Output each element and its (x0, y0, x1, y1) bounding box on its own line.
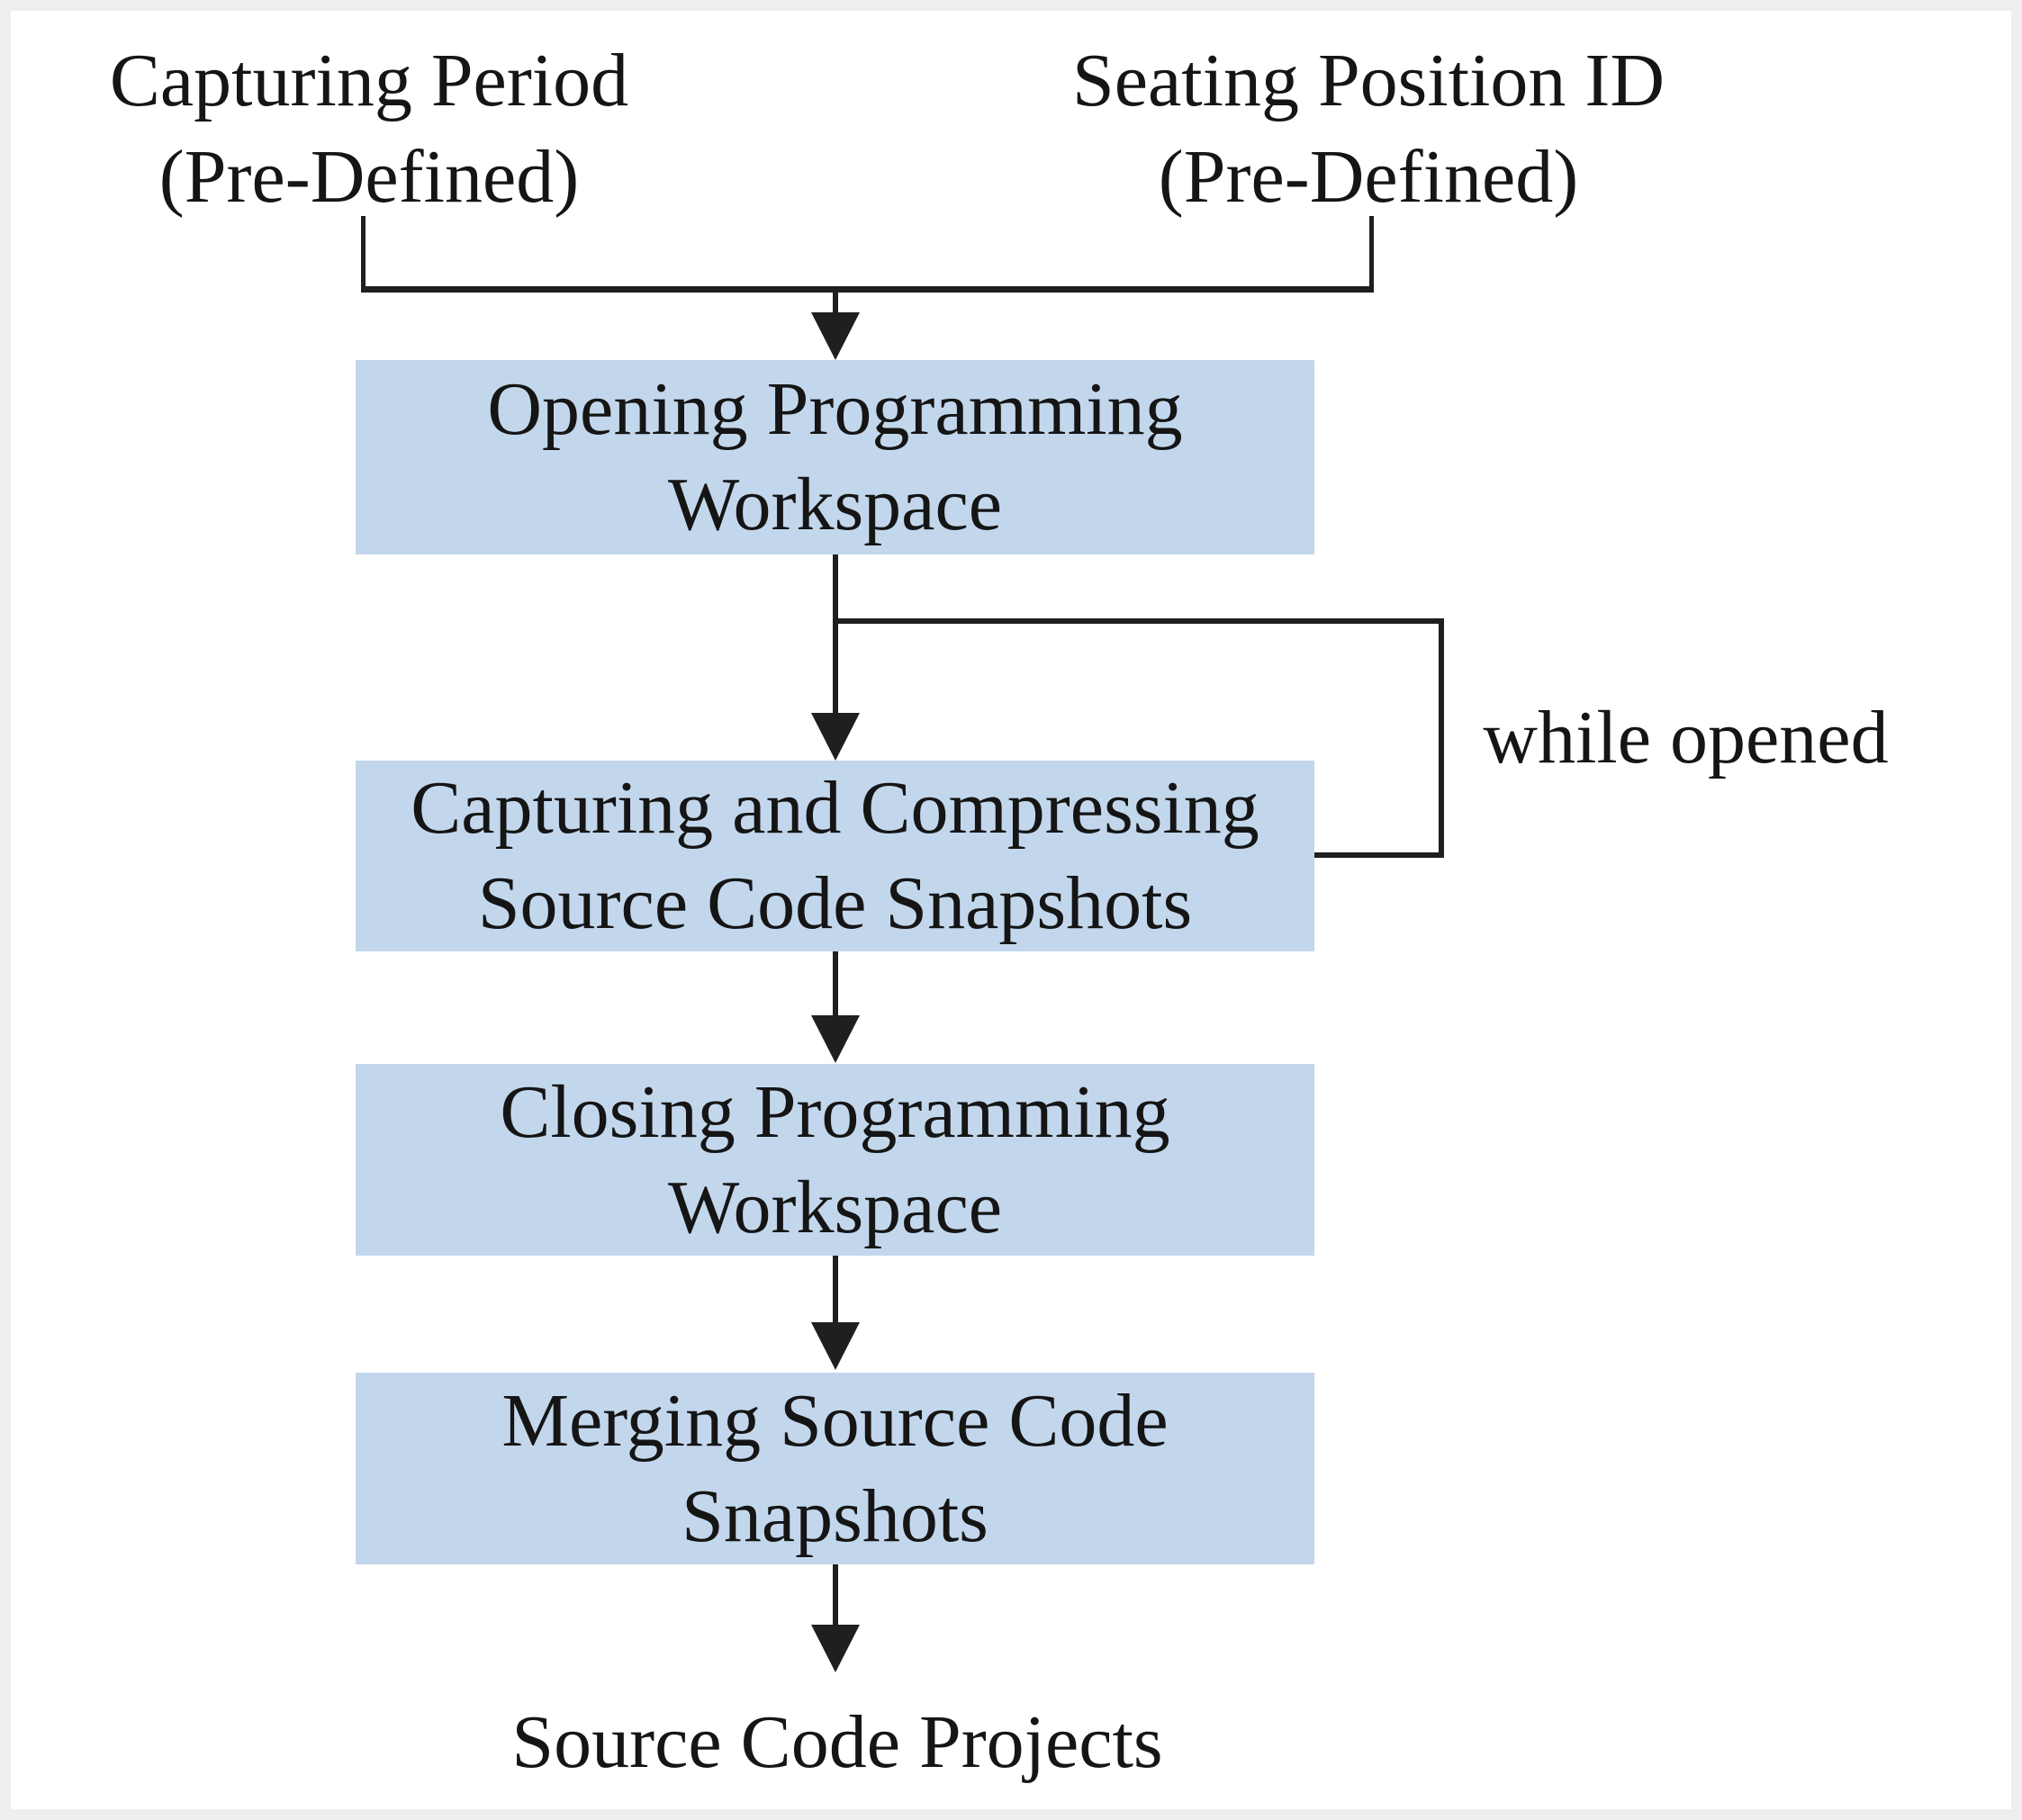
arrowhead-to-output (811, 1625, 860, 1672)
input-label-capturing-period-line1: Capturing Period (109, 39, 629, 122)
step-box-capturing-line2: Source Code Snapshots (477, 861, 1193, 945)
input-label-capturing-period: Capturing Period (Pre-Defined) (54, 32, 684, 225)
step-box-closing-line1: Closing Programming (500, 1069, 1170, 1154)
arrowhead-to-merging (811, 1322, 860, 1370)
arrow-line-to-output (833, 1564, 838, 1627)
arrow-line-to-closing (833, 951, 838, 1018)
step-box-opening-line2: Workspace (667, 463, 1003, 546)
step-box-merging-snapshots: Merging Source Code Snapshots (356, 1373, 1314, 1564)
loop-right-line (1439, 618, 1444, 858)
step-box-capturing-line1: Capturing and Compressing (411, 766, 1259, 850)
loop-return-line (1311, 852, 1444, 858)
step-box-merging-line1: Merging Source Code (501, 1378, 1169, 1463)
input-label-seating-position-id-line2: (Pre-Defined) (1158, 135, 1579, 219)
arrow-line-to-merging (833, 1256, 838, 1325)
loop-label-while-opened: while opened (1483, 696, 1889, 779)
arrowhead-to-capturing (811, 713, 860, 761)
merge-line (361, 286, 1374, 293)
arrow-line-to-opening (833, 290, 838, 315)
output-label-source-code-projects: Source Code Projects (511, 1700, 1163, 1784)
step-box-closing-workspace: Closing Programming Workspace (356, 1064, 1314, 1256)
input-label-seating-position-id-line1: Seating Position ID (1071, 39, 1665, 122)
loop-branch-line (835, 618, 1444, 624)
input-label-seating-position-id: Seating Position ID (Pre-Defined) (1035, 32, 1702, 225)
input-label-capturing-period-line2: (Pre-Defined) (158, 135, 580, 219)
step-box-opening-workspace: Opening Programming Workspace (356, 360, 1314, 554)
arrow-line-to-capturing (833, 554, 838, 716)
step-box-opening-line1: Opening Programming (487, 367, 1183, 451)
connector-stub-left (361, 216, 366, 290)
arrowhead-to-opening (811, 312, 860, 360)
arrowhead-to-closing (811, 1015, 860, 1063)
step-box-merging-line2: Snapshots (682, 1473, 988, 1558)
connector-stub-right (1369, 216, 1374, 290)
step-box-capturing-snapshots: Capturing and Compressing Source Code Sn… (356, 761, 1314, 951)
step-box-closing-line2: Workspace (667, 1165, 1003, 1249)
